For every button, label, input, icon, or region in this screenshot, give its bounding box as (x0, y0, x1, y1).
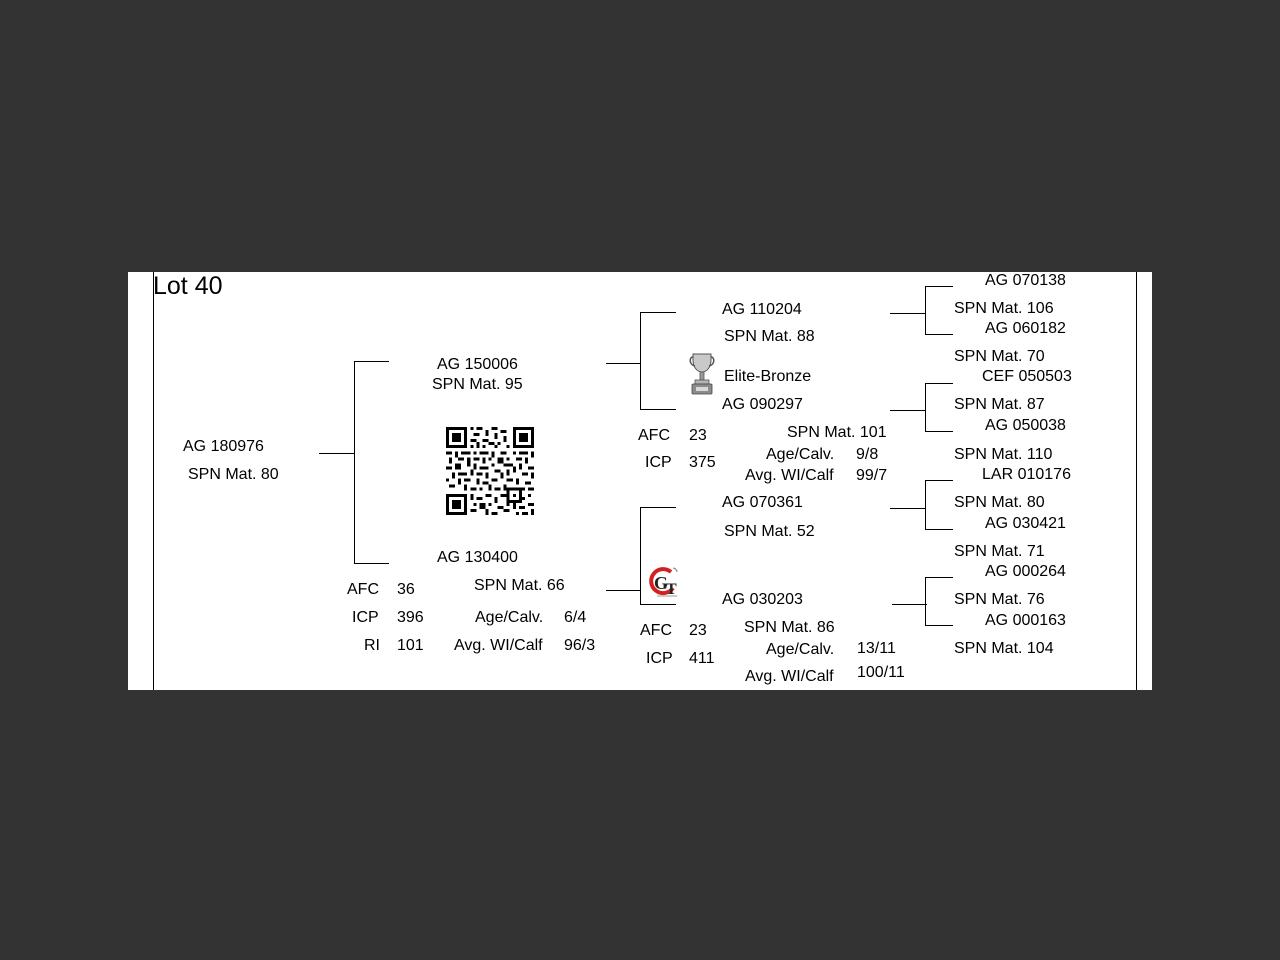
sdd-id: AG 050038 (985, 417, 1066, 434)
dam-afc-value: 36 (397, 581, 415, 598)
dam-dam-avg-wi-label: Avg. WI/Calf (745, 668, 834, 685)
lot-title: Lot 40 (153, 272, 223, 300)
svg-text:G: G (654, 573, 668, 593)
root-bracket-bottom (354, 563, 389, 564)
sire-connector (606, 363, 640, 364)
dam-dam-spn: SPN Mat. 86 (744, 619, 835, 636)
qr-code-icon (446, 427, 534, 515)
sire-dam-icp-label: ICP (645, 454, 672, 471)
dam-age-calv-label: Age/Calv. (475, 609, 544, 626)
gt-logo-icon: G T (649, 567, 678, 598)
ss-bracket-bottom (925, 334, 953, 335)
sds-spn: SPN Mat. 87 (954, 396, 1045, 413)
dam-dam-icp-value: 411 (689, 650, 715, 667)
dam-icp-label: ICP (352, 609, 379, 626)
dsd-id: AG 030421 (985, 515, 1066, 532)
left-margin-line (153, 272, 154, 690)
sd-connector (890, 410, 925, 411)
root-bracket (354, 361, 355, 564)
trophy-icon (689, 353, 715, 395)
dam-avg-wi-label: Avg. WI/Calf (454, 637, 543, 654)
dam-afc-label: AFC (347, 581, 379, 598)
ds-bracket (925, 480, 926, 530)
ddd-spn: SPN Mat. 104 (954, 640, 1054, 657)
ss-connector (890, 313, 925, 314)
dam-bracket-bottom (640, 604, 676, 605)
sd-bracket-top (925, 383, 953, 384)
sire-dam-icp-value: 375 (689, 454, 716, 471)
sire-bracket-bottom (640, 409, 676, 410)
dam-connector (606, 590, 640, 591)
ds-bracket-bottom (925, 529, 953, 530)
pedigree-sheet: Lot 40 AG 180976 SPN Mat. 80 AG 150006 S… (128, 272, 1152, 690)
dss-id: LAR 010176 (982, 466, 1071, 483)
dam-ri-value: 101 (397, 637, 424, 654)
ds-connector (890, 508, 925, 509)
dam-sire-spn: SPN Mat. 52 (724, 523, 815, 540)
sire-dam-id: AG 090297 (722, 396, 803, 413)
sss-spn: SPN Mat. 106 (954, 300, 1054, 317)
sire-bracket (640, 312, 641, 410)
dam-dam-age-calv-label: Age/Calv. (766, 641, 835, 658)
dam-sire-id: AG 070361 (722, 494, 803, 511)
ss-bracket-top (925, 286, 953, 287)
sire-dam-spn: SPN Mat. 101 (787, 424, 887, 441)
root-bracket-top (354, 361, 389, 362)
dam-dam-id: AG 030203 (722, 591, 803, 608)
sire-sire-id: AG 110204 (722, 301, 802, 318)
dd-bracket (925, 577, 926, 626)
sd-bracket (925, 383, 926, 432)
dsd-spn: SPN Mat. 71 (954, 543, 1045, 560)
award-label: Elite-Bronze (724, 368, 812, 385)
dam-avg-wi-value: 96/3 (564, 637, 596, 654)
animal-id: AG 180976 (183, 438, 264, 455)
ddd-id: AG 000163 (985, 612, 1066, 629)
right-margin-line (1136, 272, 1137, 690)
sire-dam-avg-wi-label: Avg. WI/Calf (745, 467, 834, 484)
sire-dam-afc-label: AFC (638, 427, 670, 444)
dam-dam-age-calv-value: 13/11 (857, 640, 896, 657)
dd-bracket-bottom (925, 625, 953, 626)
sds-id: CEF 050503 (982, 368, 1072, 385)
dam-dam-avg-wi-value: 100/11 (857, 664, 905, 681)
dam-dam-icp-label: ICP (646, 650, 673, 667)
sss-id: AG 070138 (985, 272, 1066, 289)
dss-spn: SPN Mat. 80 (954, 494, 1045, 511)
sire-dam-age-calv-label: Age/Calv. (766, 446, 835, 463)
dam-bracket (640, 507, 641, 605)
sire-dam-age-calv-value: 9/8 (856, 446, 879, 463)
sire-sire-spn: SPN Mat. 88 (724, 328, 815, 345)
dd-bracket-top (925, 577, 953, 578)
sire-dam-afc-value: 23 (689, 427, 707, 444)
sire-id: AG 150006 (437, 356, 518, 373)
dds-spn: SPN Mat. 76 (954, 591, 1045, 608)
dam-bracket-top (640, 507, 676, 508)
dds-id: AG 000264 (985, 563, 1066, 580)
dam-icp-value: 396 (397, 609, 424, 626)
dam-id: AG 130400 (437, 549, 518, 566)
dam-age-calv-value: 6/4 (564, 609, 587, 626)
sd-bracket-bottom (925, 431, 953, 432)
ssd-id: AG 060182 (985, 320, 1066, 337)
animal-spn: SPN Mat. 80 (188, 466, 279, 483)
ssd-spn: SPN Mat. 70 (954, 348, 1045, 365)
ds-bracket-top (925, 480, 953, 481)
root-connector (319, 453, 354, 454)
ss-bracket (925, 286, 926, 335)
svg-text:T: T (666, 581, 677, 598)
dam-ri-label: RI (364, 637, 380, 654)
dam-dam-afc-value: 23 (689, 622, 707, 639)
sdd-spn: SPN Mat. 110 (954, 446, 1053, 463)
dam-spn: SPN Mat. 66 (474, 577, 565, 594)
dd-connector (892, 604, 927, 605)
dam-dam-afc-label: AFC (640, 622, 672, 639)
sire-bracket-top (640, 312, 676, 313)
sire-dam-avg-wi-value: 99/7 (856, 467, 888, 484)
sire-spn: SPN Mat. 95 (432, 376, 523, 393)
